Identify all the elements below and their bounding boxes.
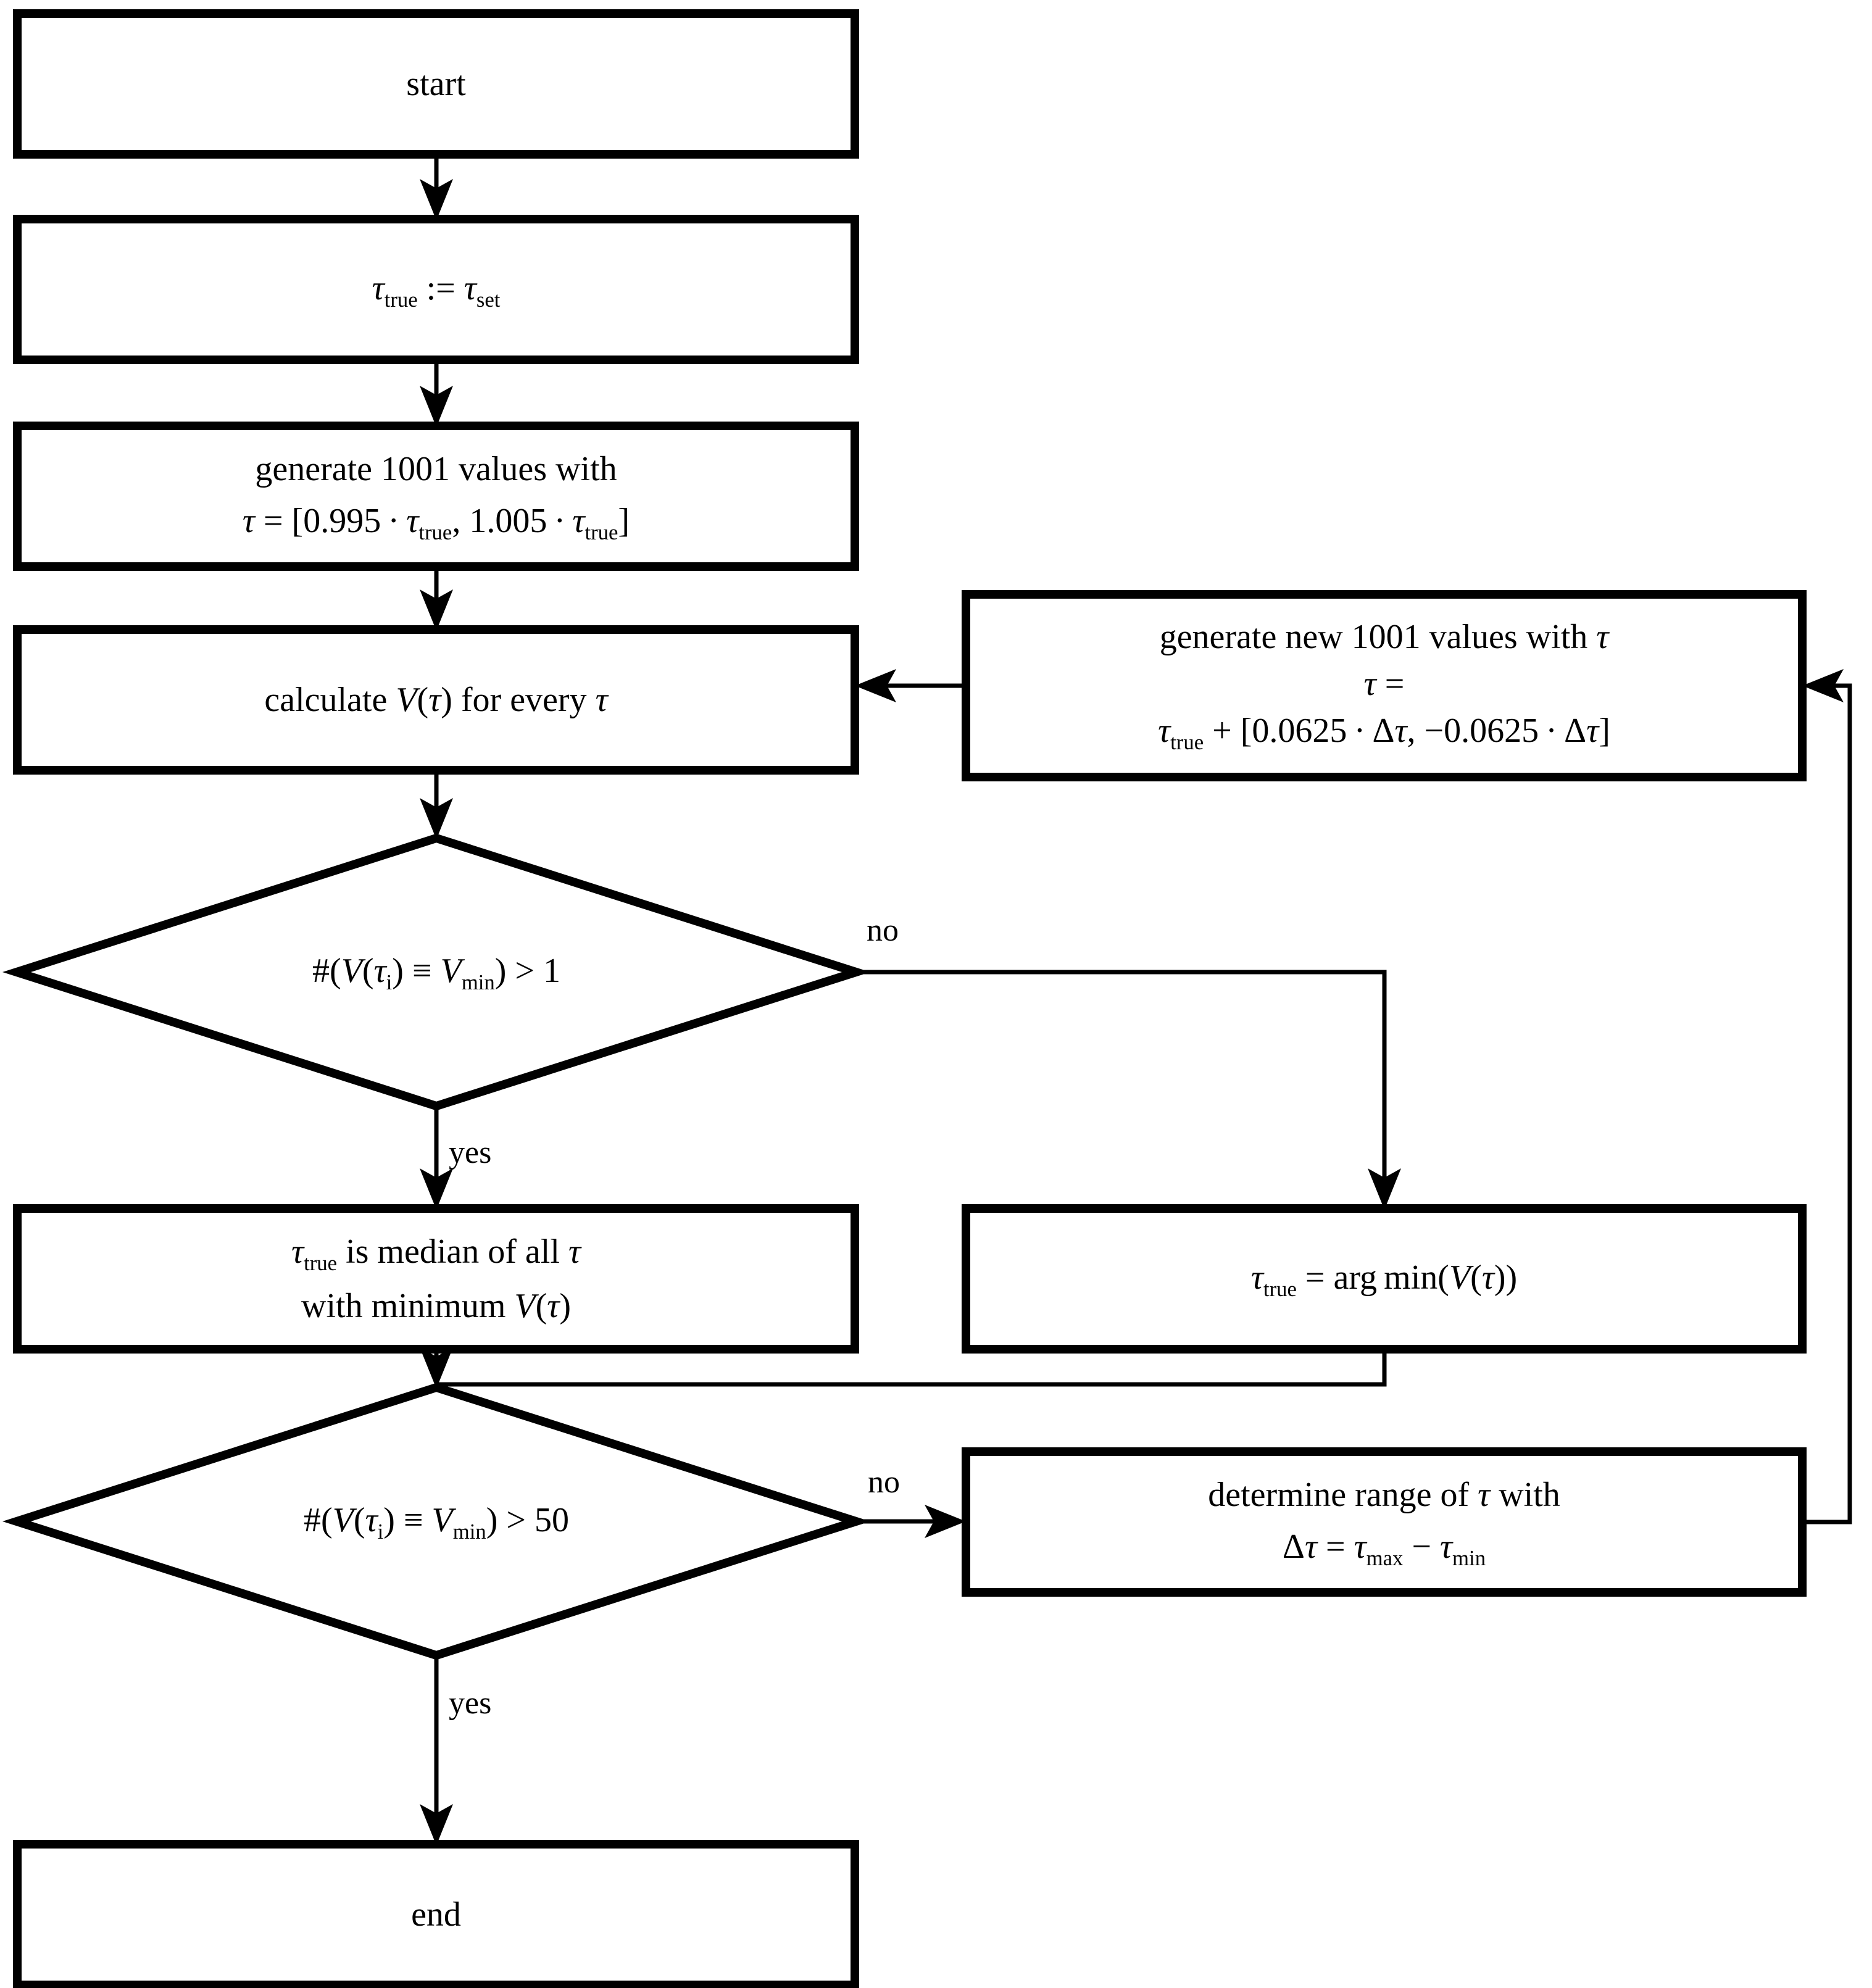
edge-init-to-gen1001 [420,360,453,427]
end-node-shape[interactable] [13,1840,859,1988]
decision-count-gt-1-label: #(V(τi) ≡ Vmin) > 1 [312,952,560,995]
calculate-v-node-label: calculate V(τ) for every τ [264,681,608,719]
edge-argmin-to-dec2 [436,1349,1387,1387]
decision-count-gt-50-label: #(V(τi) ≡ Vmin) > 50 [304,1501,569,1544]
edge-gennew-to-calcv [855,669,966,702]
init-tau-node-label: τtrue := τset [372,269,501,312]
start-node-shape[interactable] [13,9,859,159]
edge-dec1-yes-to-median [420,1106,453,1210]
edge-dec1-no-to-argmin [856,970,1401,1210]
edge-range-to-gennew [1802,669,1852,1524]
median-node-shape[interactable] [13,1204,859,1354]
determine-range-node-shape[interactable] [962,1447,1807,1597]
edge-label-dec1-no: no [867,913,899,948]
argmin-node-shape[interactable] [962,1204,1807,1354]
determine-range-node-label: determine range of τ with Δτ = τmax − τm… [1208,1476,1560,1571]
edge-dec2-yes-to-end [420,1655,453,1845]
generate-new-values-node-label: generate new 1001 values with τ τ = τtru… [1158,618,1610,754]
edge-gen1001-to-calcv [420,567,453,631]
end-node-label: end [411,1895,461,1934]
median-node-label: τtrue is median of all τ with minimum V(… [291,1233,581,1325]
argmin-node-label: τtrue = arg min(V(τ)) [1250,1258,1518,1302]
calculate-v-node-shape[interactable] [13,625,859,775]
generate-values-node-label: generate 1001 values with τ = [0.995 · τ… [242,450,630,545]
edge-median-to-dec2 [420,1347,453,1389]
edge-dec2-no-to-range [856,1505,966,1538]
edge-start-to-init [420,154,453,220]
generate-new-values-node-shape[interactable] [962,590,1807,781]
start-node-label: start [406,65,466,103]
edge-calcv-to-dec1 [420,770,453,839]
edge-label-dec2-no: no [868,1465,900,1500]
edge-label-dec2-yes: yes [449,1686,492,1721]
edge-label-dec1-yes: yes [449,1135,492,1170]
